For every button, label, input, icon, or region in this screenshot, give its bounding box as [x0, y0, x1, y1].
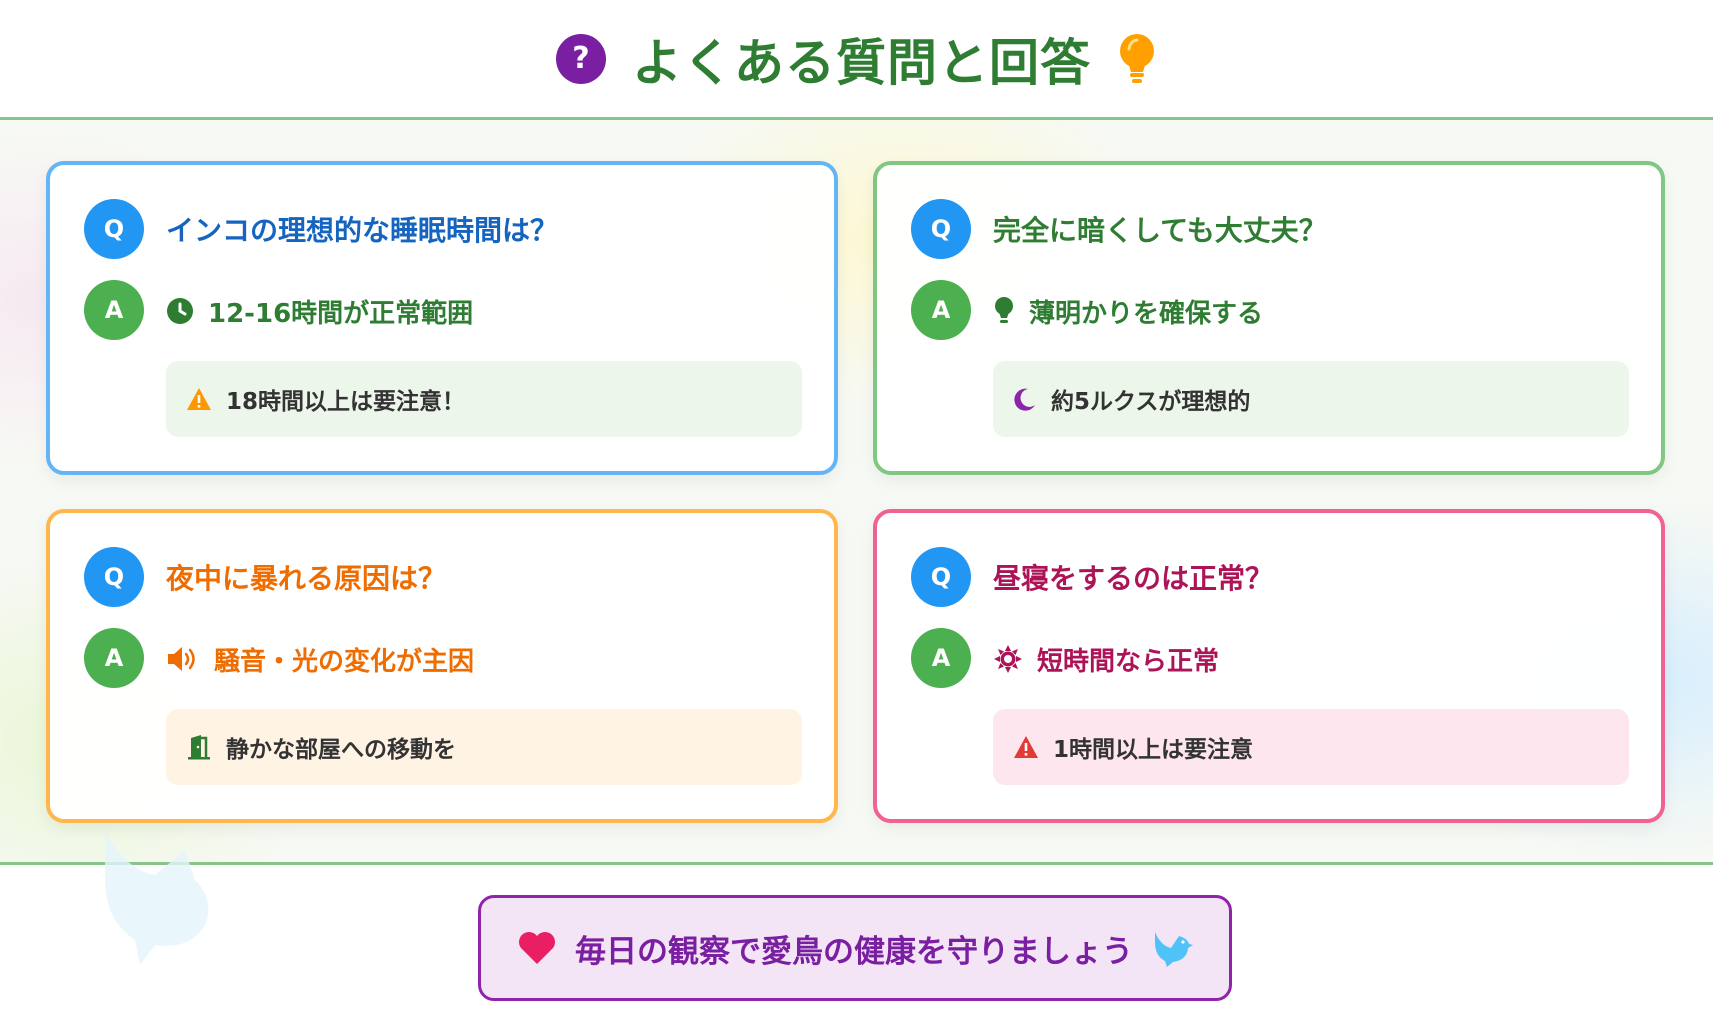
faq-card-sleep-time: Q インコの理想的な睡眠時間は？ A 12-16時間が正常範囲 18時間以上は要…: [46, 161, 838, 475]
answer-row: 騒音・光の変化が主因: [166, 639, 474, 679]
moon-icon: [1013, 387, 1037, 411]
faq-card-daytime-nap: Q 昼寝をするのは正常？ A 短時間なら正常 1時間以上は要注意: [873, 509, 1665, 823]
note-text: 約5ルクスが理想的: [1051, 389, 1251, 415]
answer-text: 騒音・光の変化が主因: [214, 646, 475, 677]
bird-icon: [1151, 928, 1193, 968]
note-box: 1時間以上は要注意: [993, 709, 1629, 785]
clock-icon: [166, 297, 194, 325]
note-text: 18時間以上は要注意！: [226, 389, 466, 415]
page-title: よくある質問と回答: [632, 33, 1091, 92]
question-badge: Q: [911, 547, 971, 607]
answer-text: 12-16時間が正常範囲: [208, 298, 474, 329]
answer-row: 短時間なら正常: [993, 639, 1219, 679]
answer-text: 短時間なら正常: [1037, 646, 1220, 677]
answer-badge: A: [911, 628, 971, 688]
question-text: 昼寝をするのは正常？: [993, 562, 1274, 595]
lightbulb-icon: [993, 296, 1015, 326]
warning-icon: [1013, 735, 1039, 759]
footer-text: 毎日の観察で愛鳥の健康を守りましょう: [575, 933, 1133, 970]
answer-badge: A: [84, 628, 144, 688]
answer-row: 12-16時間が正常範囲: [166, 291, 473, 331]
question-text: 完全に暗くしても大丈夫？: [993, 214, 1327, 247]
page-header: ? よくある質問と回答: [0, 0, 1713, 117]
question-badge: Q: [911, 199, 971, 259]
question-text: インコの理想的な睡眠時間は？: [166, 214, 559, 247]
question-badge: Q: [84, 199, 144, 259]
speaker-icon: [166, 645, 200, 673]
answer-badge: A: [84, 280, 144, 340]
answer-row: 薄明かりを確保する: [993, 291, 1263, 331]
decorative-bird-icon: [95, 820, 235, 970]
note-box: 静かな部屋への移動を: [166, 709, 802, 785]
faq-card-darkness: Q 完全に暗くしても大丈夫？ A 薄明かりを確保する 約5ルクスが理想的: [873, 161, 1665, 475]
question-text: 夜中に暴れる原因は？: [166, 562, 447, 595]
answer-text: 薄明かりを確保する: [1029, 298, 1264, 329]
sun-icon: [993, 644, 1023, 674]
faq-card-night-panic: Q 夜中に暴れる原因は？ A 騒音・光の変化が主因 静かな部屋への移動を: [46, 509, 838, 823]
answer-badge: A: [911, 280, 971, 340]
warning-icon: [186, 387, 212, 411]
lightbulb-icon: [1117, 32, 1157, 86]
note-text: 静かな部屋への移動を: [226, 737, 456, 763]
note-box: 18時間以上は要注意！: [166, 361, 802, 437]
note-text: 1時間以上は要注意: [1053, 737, 1254, 763]
footer-message-box: 毎日の観察で愛鳥の健康を守りましょう: [478, 895, 1232, 1001]
note-box: 約5ルクスが理想的: [993, 361, 1629, 437]
door-icon: [186, 734, 212, 760]
question-circle-icon: ?: [556, 33, 606, 84]
heart-icon: [517, 930, 557, 966]
question-badge: Q: [84, 547, 144, 607]
